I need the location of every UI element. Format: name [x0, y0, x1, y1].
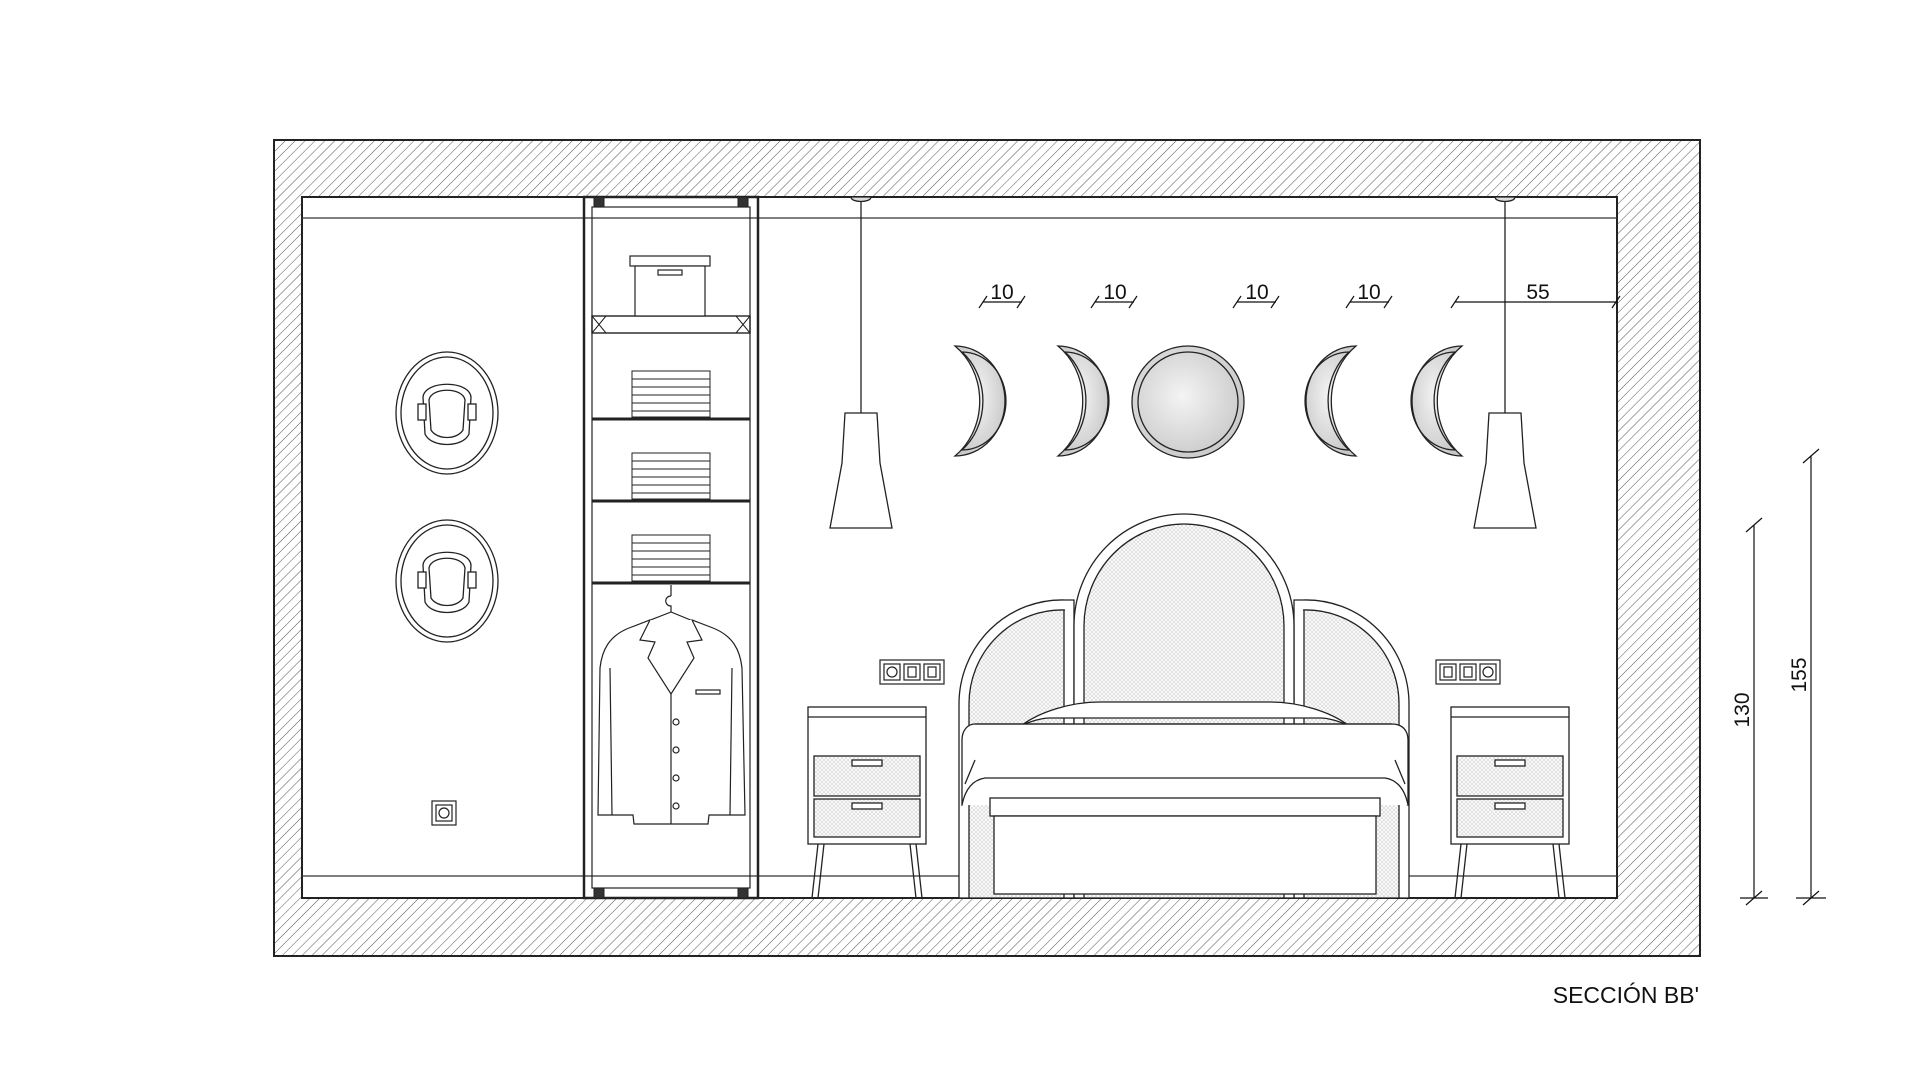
dimension-moon-gap-2: 10 [1103, 281, 1126, 304]
wardrobe [582, 195, 760, 900]
nightstand-left [807, 706, 927, 899]
height-dimension-155 [1796, 448, 1826, 906]
moon-mirror-full [1131, 345, 1245, 459]
wall-outlet-left [431, 800, 457, 826]
folded-clothes-1 [631, 370, 711, 418]
dimension-moon-to-wall: 55 [1526, 281, 1549, 304]
folded-clothes-2 [631, 452, 711, 500]
moon-mirror-1 [953, 345, 1007, 457]
nightstand-right [1450, 706, 1570, 899]
wall-outlets-left [879, 659, 945, 685]
folded-clothes-3 [631, 534, 711, 582]
moon-mirror-5 [1410, 345, 1464, 457]
hat-bottom [395, 519, 499, 643]
pendant-lamp-left [829, 196, 893, 529]
dimension-moon-gap-1: 10 [990, 281, 1013, 304]
hanging-jacket [597, 585, 746, 825]
bed-mattress [961, 701, 1409, 895]
wall-outlets-right [1435, 659, 1501, 685]
section-title: SECCIÓN BB' [1553, 982, 1699, 1008]
pendant-lamp-right [1473, 196, 1537, 529]
moon-mirror-4 [1304, 345, 1358, 457]
dimension-moon-gap-3: 10 [1245, 281, 1268, 304]
dimension-height-outlets: 130 [1731, 692, 1754, 727]
dimension-moon-gap-4: 10 [1357, 281, 1380, 304]
moon-mirror-2 [1056, 345, 1110, 457]
dimension-height-total: 155 [1788, 657, 1811, 692]
height-dimension-130 [1740, 517, 1768, 906]
storage-box [629, 255, 711, 317]
hat-top [395, 351, 499, 475]
moon-dimension-lines [978, 295, 1621, 309]
